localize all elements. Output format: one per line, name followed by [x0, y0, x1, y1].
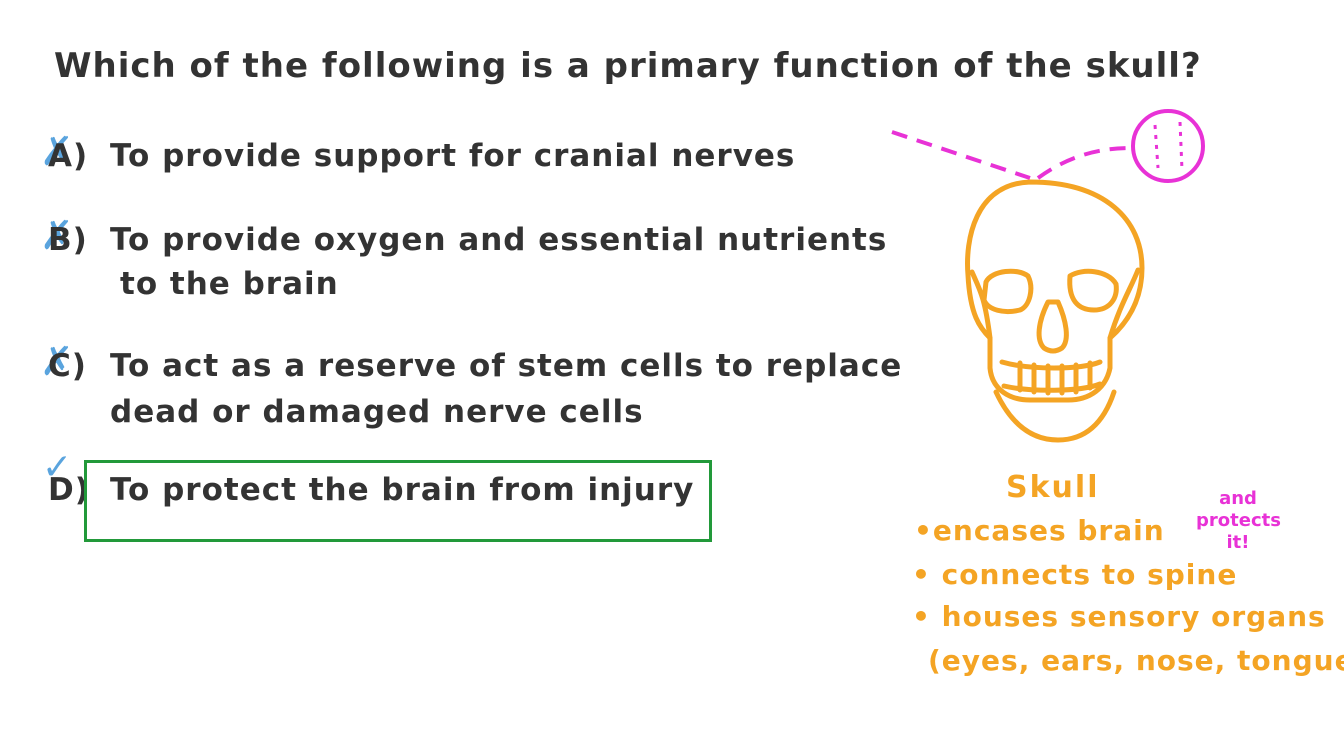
option-letter: B) [48, 222, 88, 258]
incorrect-mark-icon: ✗ [40, 213, 75, 259]
incorrect-mark-icon: ✗ [40, 129, 75, 175]
protects-note: and protects it! [1196, 488, 1281, 553]
option-text-line2: to the brain [120, 266, 339, 302]
option-text-line2: dead or damaged nerve cells [110, 394, 644, 430]
option-letter: C) [48, 348, 87, 384]
skull-illustration-icon [891, 109, 1205, 443]
option-text: To protect the brain from injury [110, 472, 695, 508]
correct-answer-box [84, 460, 712, 542]
skull-heading: Skull [1006, 470, 1100, 505]
incorrect-mark-icon: ✗ [40, 339, 75, 385]
skull-fact-detail: (eyes, ears, nose, tongue) [928, 644, 1344, 677]
option-text: To provide oxygen and essential nutrient… [110, 222, 888, 258]
option-letter: A) [48, 138, 89, 174]
option-letter: D) [48, 472, 90, 508]
skull-fact: • houses sensory organs [912, 600, 1326, 633]
option-text: To provide support for cranial nerves [110, 138, 796, 174]
skull-fact: • connects to spine [912, 558, 1238, 591]
question-text: Which of the following is a primary func… [54, 46, 1202, 86]
skull-fact: •encases brain [914, 514, 1165, 547]
correct-check-icon: ✓ [42, 447, 74, 488]
option-text: To act as a reserve of stem cells to rep… [110, 348, 903, 384]
